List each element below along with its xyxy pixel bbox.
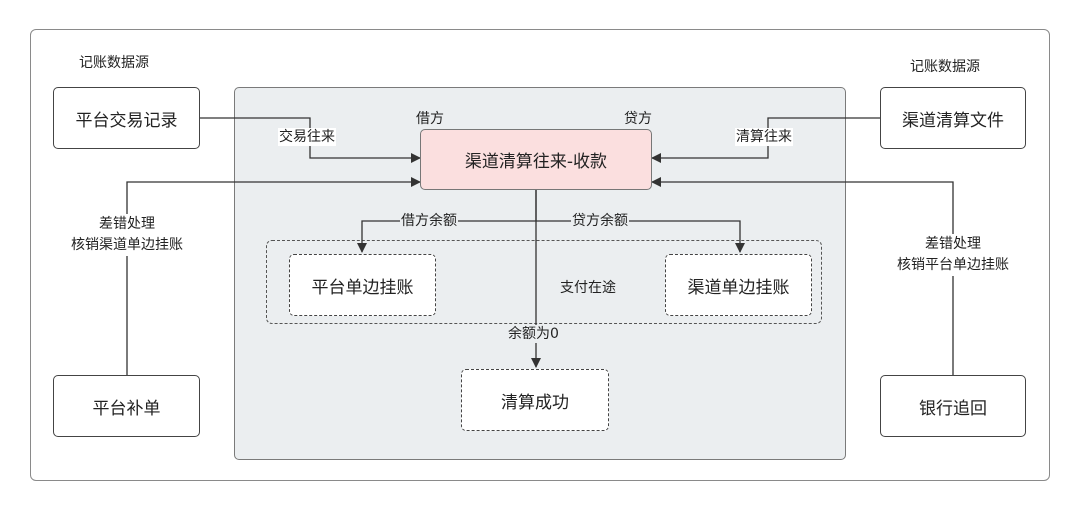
channel-suspense-box: 渠道单边挂账 xyxy=(665,254,812,316)
platform-suspense-box: 平台单边挂账 xyxy=(289,254,436,316)
right-correction-note: 差错处理 核销平台单边挂账 xyxy=(883,234,1023,276)
left-source-title: 记账数据源 xyxy=(79,55,149,71)
right-source-title: 记账数据源 xyxy=(910,59,980,75)
debit-side-label: 借方 xyxy=(416,111,444,127)
arrow-platform-makeup-to-central xyxy=(126,177,421,375)
arrow-credit-balance xyxy=(536,220,745,253)
platform-makeup-label: 平台补单 xyxy=(92,398,161,419)
channel-files-label: 渠道清算文件 xyxy=(902,110,1004,131)
clearing-receivable-box: 渠道清算往来-收款 xyxy=(420,129,652,190)
platform-makeup-box: 平台补单 xyxy=(53,375,200,437)
clearing-receivable-label: 渠道清算往来-收款 xyxy=(464,152,608,172)
channel-files-box: 渠道清算文件 xyxy=(880,87,1026,149)
debit-balance-label: 借方余额 xyxy=(400,212,458,230)
zero-balance-label: 余额为0 xyxy=(507,325,560,343)
platform-records-box: 平台交易记录 xyxy=(53,87,200,149)
left-correction-note: 差错处理 核销渠道单边挂账 xyxy=(57,214,197,256)
platform-records-label: 平台交易记录 xyxy=(75,110,178,131)
clearing-success-label: 清算成功 xyxy=(501,392,569,413)
suspense-group xyxy=(266,240,822,324)
right-correction-line2: 核销平台单边挂账 xyxy=(897,257,1009,273)
left-correction-line2: 核销渠道单边挂账 xyxy=(71,237,183,253)
trade-flow-label: 交易往来 xyxy=(278,128,336,146)
bank-recovery-box: 银行追回 xyxy=(880,375,1026,437)
clearing-flow-label: 清算往来 xyxy=(735,128,793,146)
platform-suspense-label: 平台单边挂账 xyxy=(311,277,414,298)
credit-side-label: 贷方 xyxy=(624,111,652,127)
right-correction-line1: 差错处理 xyxy=(925,236,981,252)
outer-frame xyxy=(30,29,1050,481)
channel-suspense-label: 渠道单边挂账 xyxy=(687,277,790,298)
left-correction-line1: 差错处理 xyxy=(99,216,155,232)
clearing-success-box: 清算成功 xyxy=(461,369,609,431)
in-transit-label: 支付在途 xyxy=(560,280,616,296)
bank-recovery-label: 银行追回 xyxy=(919,398,987,419)
credit-balance-label: 贷方余额 xyxy=(571,212,629,230)
arrow-bank-recovery-to-central xyxy=(651,177,954,375)
